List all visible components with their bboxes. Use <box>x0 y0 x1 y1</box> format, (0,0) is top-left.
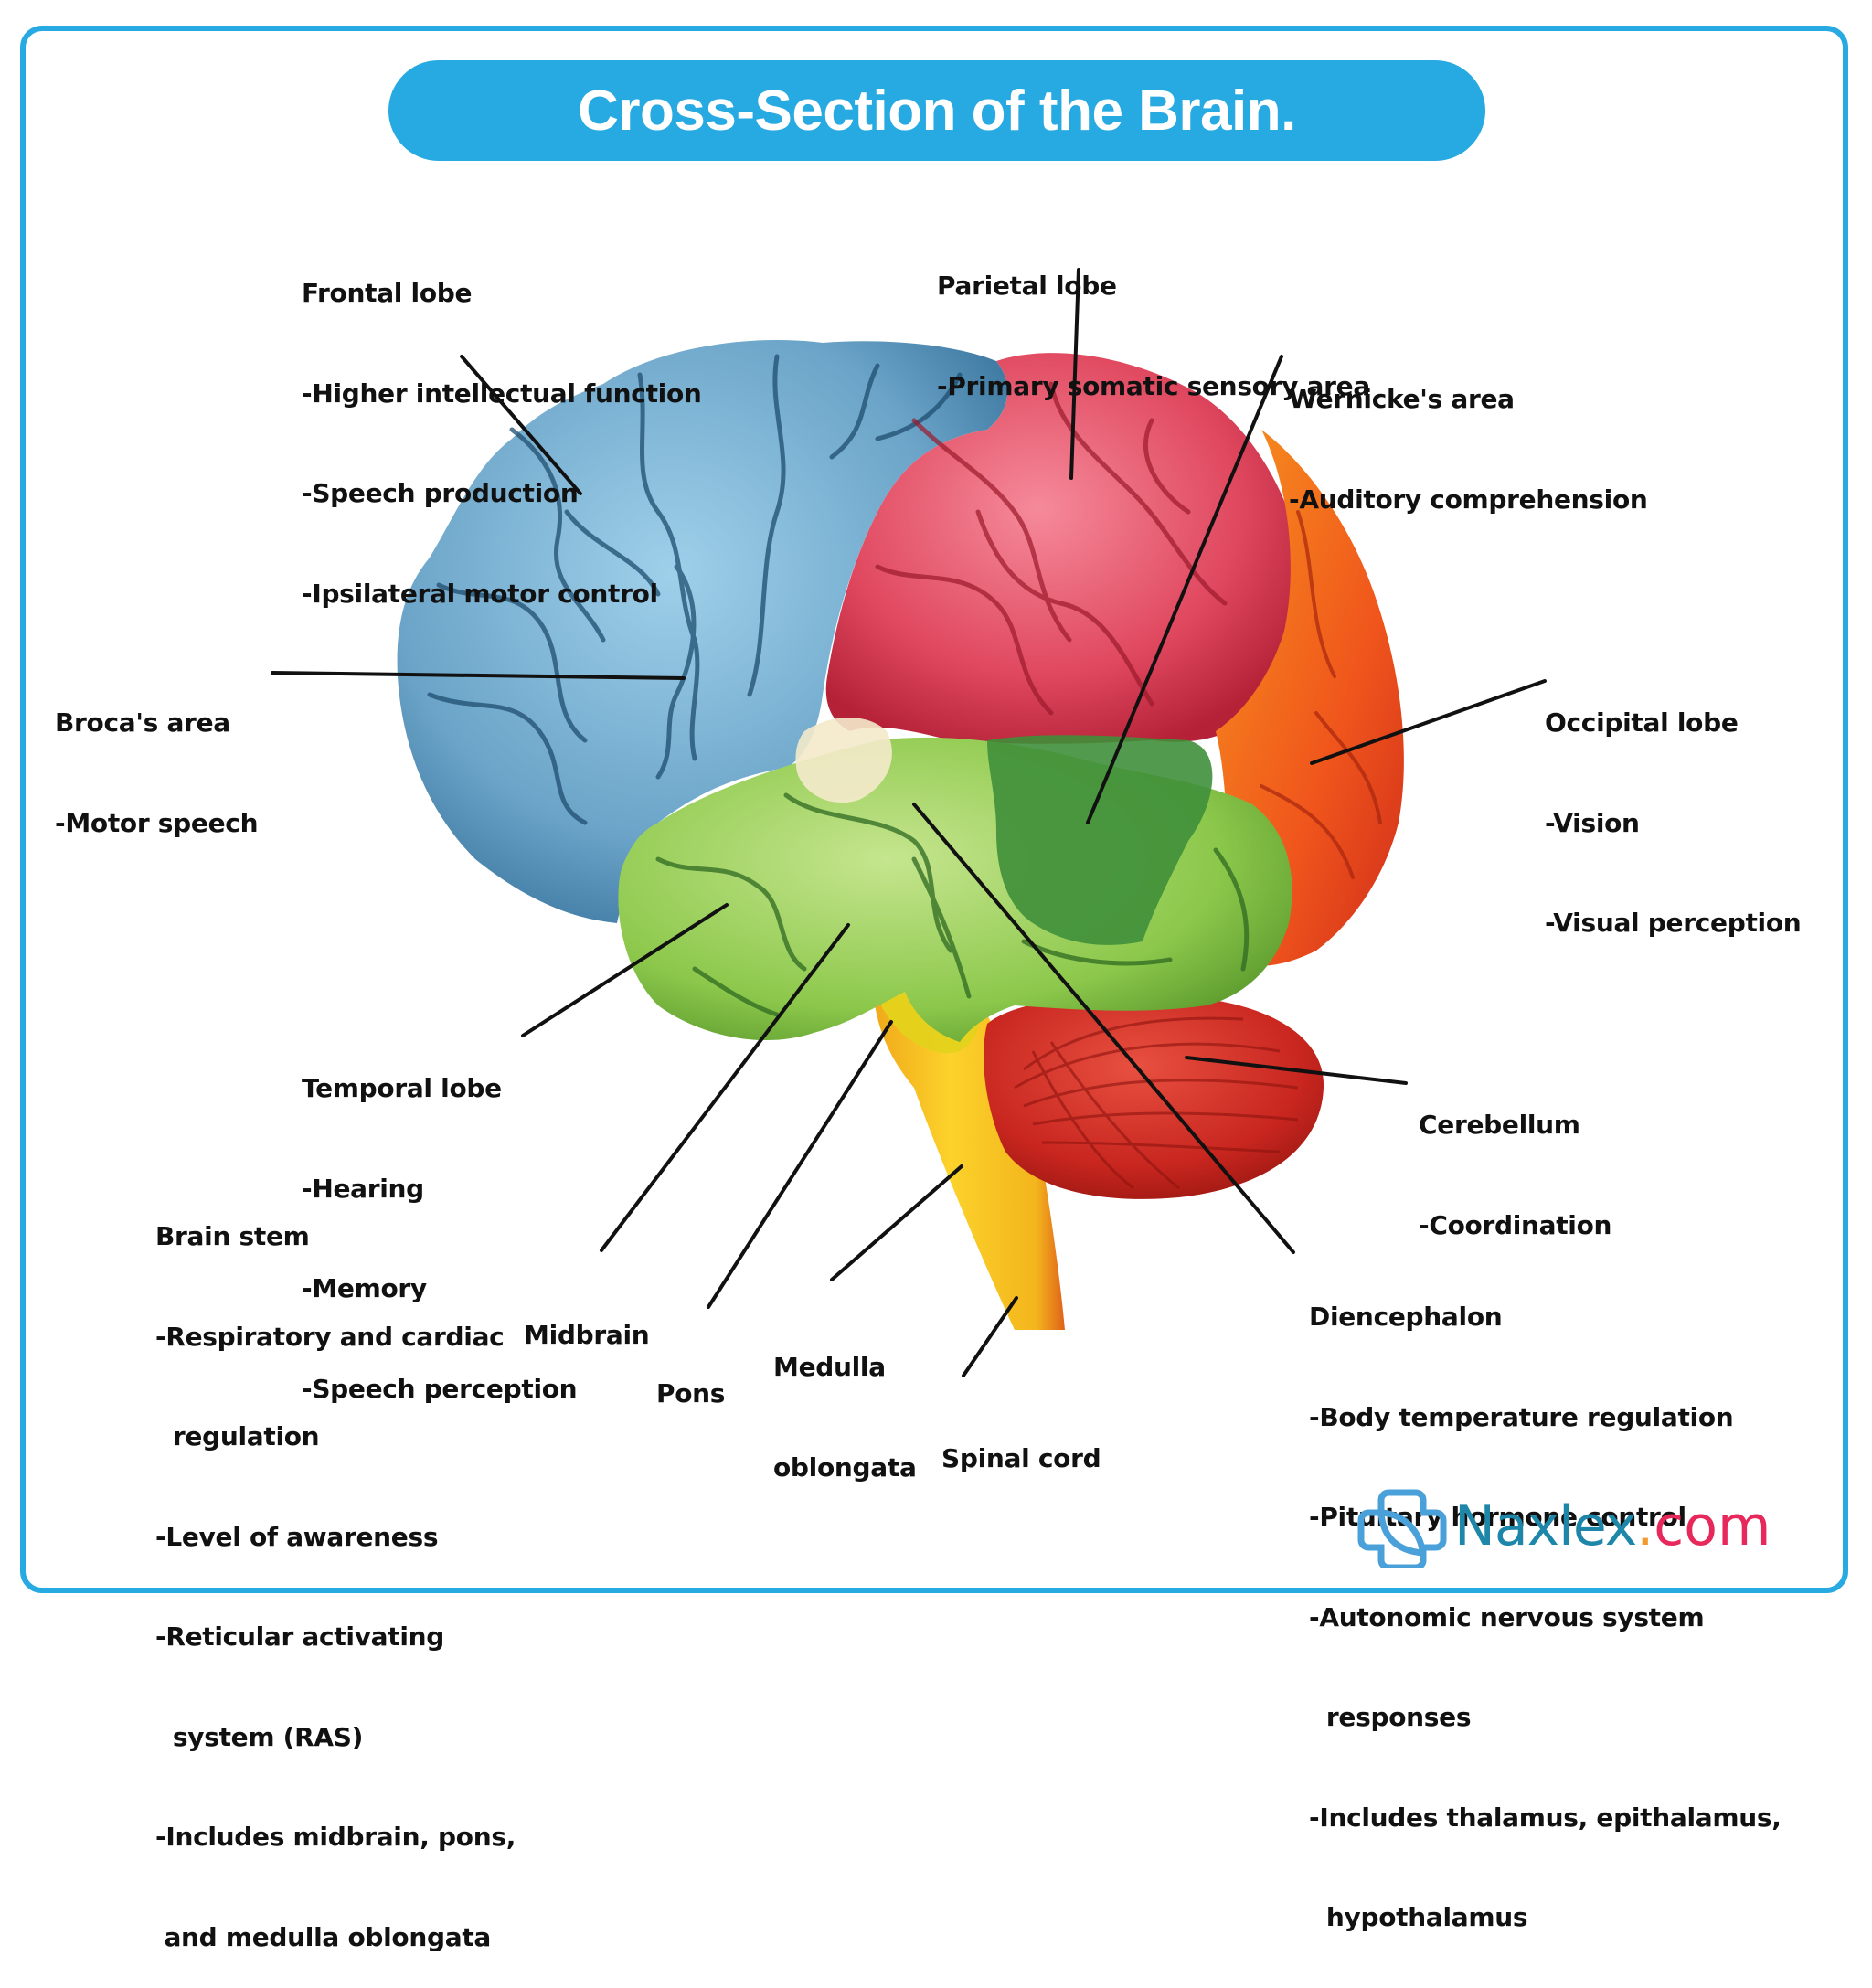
label-medulla-oblongata: Medulla oblongata <box>773 1284 917 1518</box>
label-item: and medulla oblongata <box>155 1921 492 1952</box>
leader-broca <box>271 671 686 680</box>
leader-midbrain <box>600 923 850 1252</box>
label-title: Temporal lobe <box>302 1073 502 1103</box>
label-item: -Respiratory and cardiac <box>155 1321 505 1352</box>
cerebellum-region <box>984 994 1324 1199</box>
label-item: -Higher intellectual function <box>302 377 702 409</box>
parietal-lobe-region <box>825 353 1299 744</box>
label-item: -Level of awareness <box>155 1521 439 1552</box>
leader-wernicke <box>1086 355 1283 824</box>
label-item: -Pituitary hormone control <box>1309 1502 1686 1532</box>
naxlex-logo[interactable]: Naxlex.com <box>1357 1485 1771 1568</box>
leader-occipital <box>1310 679 1547 765</box>
label-title: Brain stem <box>155 1221 310 1251</box>
label-item: oblongata <box>773 1451 917 1483</box>
logo-tld: com <box>1654 1494 1771 1558</box>
diagram-frame <box>20 26 1848 1593</box>
label-item: -Primary somatic sensory area <box>937 370 1370 401</box>
leader-pons <box>707 1020 893 1309</box>
label-title: Cerebellum <box>1419 1110 1580 1140</box>
leader-spinal <box>962 1296 1018 1377</box>
leader-frontal <box>460 355 582 495</box>
label-item: -Vision <box>1545 807 1640 838</box>
label-title: Midbrain <box>524 1320 650 1350</box>
label-item: -Speech production <box>302 478 579 508</box>
label-item: -Ipsilateral motor control <box>302 578 658 609</box>
label-title: Parietal lobe <box>937 271 1117 301</box>
label-parietal-lobe: Parietal lobe -Primary somatic sensory a… <box>937 203 1370 437</box>
label-item: -Memory <box>302 1273 427 1303</box>
label-item: hypothalamus <box>1309 1902 1528 1932</box>
label-brocas-area: Broca's area -Motor speech <box>55 640 259 874</box>
label-item: -Autonomic nervous system <box>1309 1601 1705 1632</box>
label-item: -Speech perception <box>302 1373 578 1404</box>
label-title: Frontal lobe <box>302 278 473 308</box>
page-title: Cross-Section of the Brain. <box>578 79 1296 143</box>
label-title: Pons <box>656 1378 726 1409</box>
label-title: Diencephalon <box>1309 1302 1503 1332</box>
label-brain-stem: Brain stem -Respiratory and cardiac regu… <box>155 1153 516 1988</box>
label-diencephalon: Diencephalon -Body temperature regulatio… <box>1309 1234 1782 1968</box>
logo-dot: . <box>1636 1494 1654 1558</box>
leader-medulla <box>830 1164 963 1281</box>
label-item: -Hearing <box>302 1173 424 1204</box>
label-item: -Body temperature regulation <box>1309 1401 1734 1432</box>
label-title: Medulla <box>773 1352 886 1382</box>
spinal-cord-region <box>873 992 1065 1330</box>
label-frontal-lobe: Frontal lobe -Higher intellectual functi… <box>302 210 702 644</box>
label-title: Wernicke's area <box>1289 384 1515 414</box>
label-item: -Visual perception <box>1545 908 1802 938</box>
title-banner: Cross-Section of the Brain. <box>388 60 1485 161</box>
label-occipital-lobe: Occipital lobe -Vision -Visual perceptio… <box>1545 640 1802 973</box>
label-item: regulation <box>155 1421 320 1451</box>
frontal-lobe-region <box>397 340 1008 923</box>
label-cerebellum: Cerebellum -Coordination <box>1419 1042 1611 1276</box>
label-midbrain: Midbrain <box>524 1252 650 1386</box>
label-item: -Includes thalamus, epithalamus, <box>1309 1802 1782 1833</box>
label-title: Spinal cord <box>941 1443 1101 1473</box>
leader-lines <box>271 268 1547 1377</box>
label-temporal-lobe: Temporal lobe -Hearing -Memory -Speech p… <box>302 1005 578 1440</box>
label-item: -Coordination <box>1419 1209 1612 1240</box>
label-item: responses <box>1309 1702 1472 1732</box>
leader-cerebellum <box>1185 1056 1408 1085</box>
label-title: Occipital lobe <box>1545 707 1739 738</box>
label-wernickes-area: Wernicke's area -Auditory comprehension <box>1289 316 1648 550</box>
diencephalon-region <box>987 735 1213 945</box>
thalamus-highlight <box>795 718 892 803</box>
leader-temporal <box>521 903 729 1037</box>
medical-cross-leaf-icon <box>1357 1489 1447 1568</box>
label-pons: Pons <box>656 1311 725 1444</box>
label-item: -Includes midbrain, pons, <box>155 1822 516 1852</box>
logo-brand: Naxlex <box>1454 1494 1637 1558</box>
label-item: -Auditory comprehension <box>1289 484 1648 515</box>
brain-illustration <box>271 268 1547 1377</box>
label-item: -Reticular activating <box>155 1621 445 1652</box>
leader-diencephalon <box>912 803 1295 1254</box>
label-item: -Motor speech <box>55 807 259 838</box>
label-title: Broca's area <box>55 707 230 738</box>
label-spinal-cord: Spinal cord <box>941 1376 1101 1509</box>
label-item: system (RAS) <box>155 1721 364 1752</box>
leader-parietal <box>1069 268 1080 480</box>
